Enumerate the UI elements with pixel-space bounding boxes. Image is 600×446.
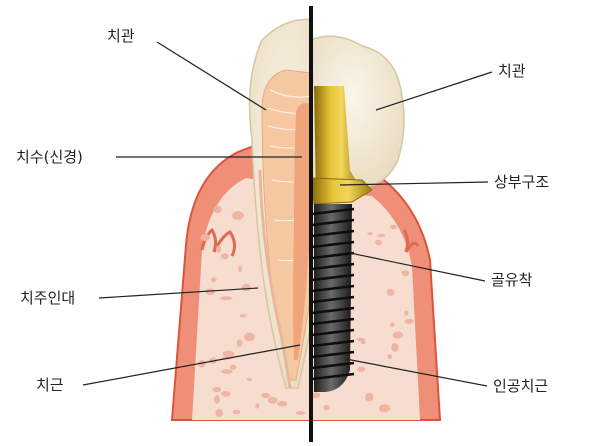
bone-pore bbox=[214, 395, 220, 403]
bone-pore bbox=[215, 409, 223, 417]
bone-pore bbox=[211, 277, 217, 282]
bone-pore bbox=[402, 270, 410, 276]
bone-pore bbox=[214, 388, 219, 391]
label-crown-right: 치관 bbox=[498, 62, 526, 80]
label-abutment: 상부구조 bbox=[494, 173, 549, 191]
bone-pore bbox=[242, 284, 251, 291]
bone-pore bbox=[296, 411, 305, 415]
bone-pore bbox=[255, 403, 259, 408]
bone-pore bbox=[405, 319, 414, 324]
bone-pore bbox=[377, 234, 385, 237]
bone-pore bbox=[216, 246, 221, 253]
bone-pore bbox=[214, 205, 222, 213]
bone-pore bbox=[404, 310, 408, 315]
bone-pore bbox=[233, 410, 241, 414]
bone-pore bbox=[221, 369, 232, 374]
bone-pore bbox=[221, 253, 229, 259]
bone-pore bbox=[387, 289, 395, 296]
bone-pore bbox=[247, 378, 252, 381]
label-periodontal-ligament: 치주인대 bbox=[20, 289, 75, 307]
leader-crown-left bbox=[157, 42, 266, 110]
bone-pore bbox=[379, 404, 390, 412]
bone-pore bbox=[357, 367, 365, 373]
bone-pore bbox=[277, 401, 287, 406]
bone-pore bbox=[238, 266, 242, 273]
bone-pore bbox=[323, 405, 329, 410]
bone-pore bbox=[240, 314, 247, 317]
label-root: 치근 bbox=[36, 376, 64, 394]
bone-pore bbox=[391, 343, 399, 352]
bone-pore bbox=[230, 365, 237, 370]
bone-pore bbox=[365, 393, 373, 402]
bone-pore bbox=[220, 296, 232, 300]
bone-pore bbox=[375, 240, 382, 246]
bone-pore bbox=[268, 397, 278, 404]
bone-pore bbox=[388, 354, 392, 359]
bone-pore bbox=[312, 393, 320, 399]
bone-pore bbox=[390, 225, 397, 229]
bone-pore bbox=[244, 333, 255, 342]
bone-pore bbox=[390, 322, 395, 326]
bone-pore bbox=[261, 393, 270, 398]
bone-pore bbox=[367, 232, 372, 235]
bone-pore bbox=[232, 211, 244, 220]
bone-pore bbox=[357, 338, 365, 341]
bone-pore bbox=[200, 234, 210, 241]
bone-pore bbox=[223, 351, 235, 358]
label-pulp: 치수(신경) bbox=[16, 148, 83, 166]
label-crown-left: 치관 bbox=[107, 27, 135, 45]
label-osseointegration: 골유착 bbox=[491, 271, 532, 289]
bone-pore bbox=[237, 339, 243, 346]
bone-pore bbox=[221, 391, 230, 397]
label-implant-fixture: 인공치근 bbox=[493, 377, 548, 395]
bone-pore bbox=[393, 331, 403, 338]
